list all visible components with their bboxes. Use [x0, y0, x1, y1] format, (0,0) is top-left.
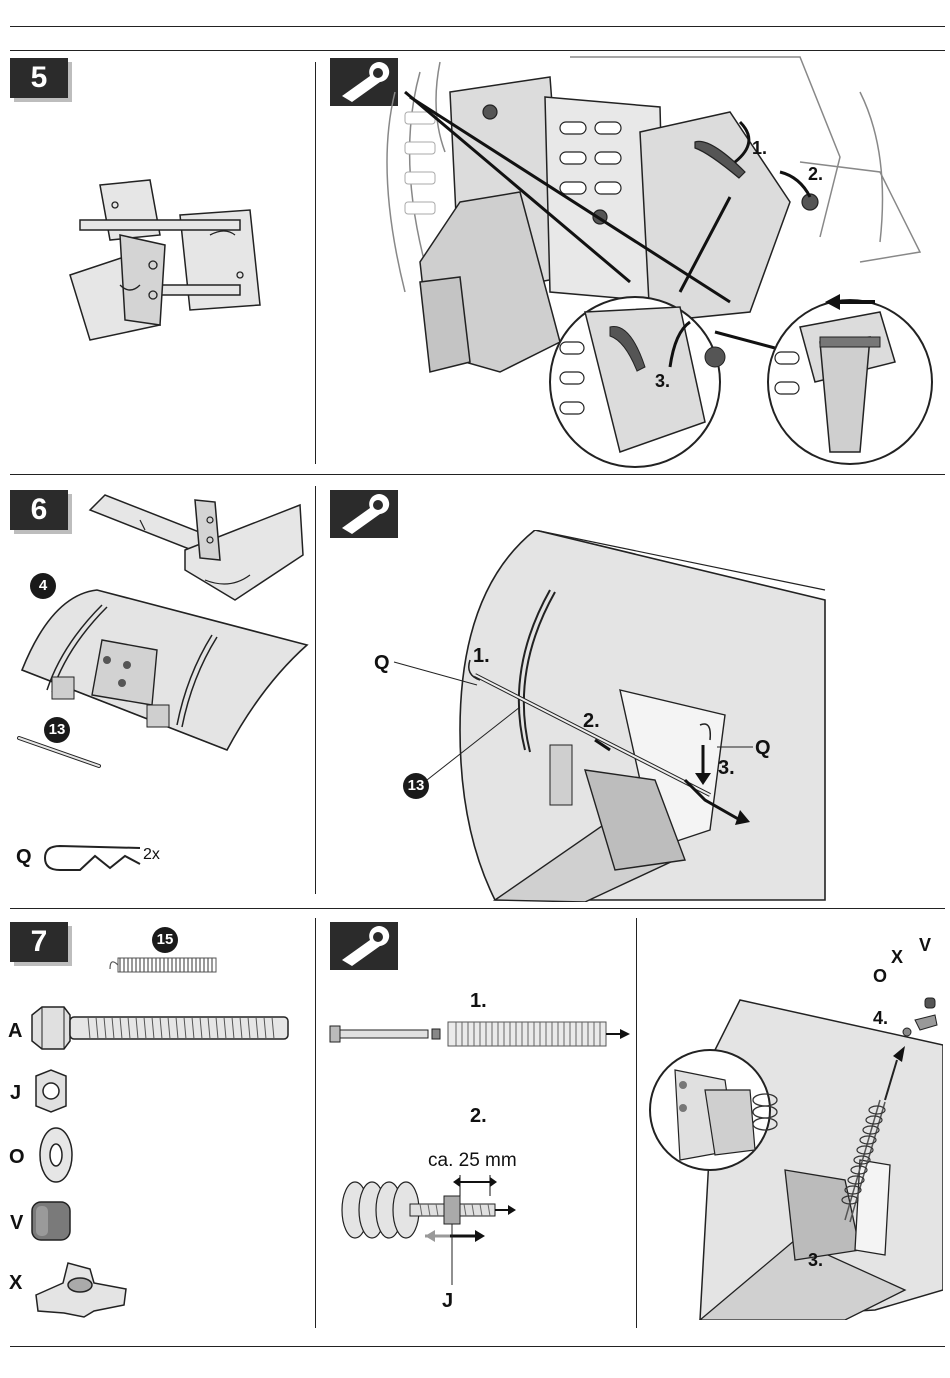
- callout-2: 2.: [808, 164, 823, 184]
- top-rule: [10, 26, 945, 27]
- col-divider-7a: [315, 918, 316, 1328]
- part-label-j: J: [10, 1082, 21, 1105]
- col-divider-6: [315, 486, 316, 894]
- callout-1: 1.: [752, 138, 767, 158]
- bolt-spring-assembly-illustration: [328, 1018, 633, 1050]
- col-divider-5: [315, 62, 316, 464]
- nut-icon: [32, 1068, 70, 1114]
- bottom-rule: [10, 1346, 945, 1347]
- clip-label: Q: [16, 846, 32, 869]
- col-divider-7b: [636, 918, 637, 1328]
- callout-3: 3.: [655, 371, 670, 391]
- part-ref-spring: 15: [152, 927, 178, 953]
- part-label-a: A: [8, 1020, 22, 1043]
- substep-1: 1.: [470, 990, 487, 1013]
- row-divider-1: [10, 474, 945, 475]
- bracket-assembly-illustration: [50, 175, 280, 345]
- dimension-label: ca. 25 mm: [428, 1150, 517, 1172]
- callout-q-left: Q: [374, 652, 390, 675]
- wrench-icon: [330, 922, 398, 970]
- part-label-x: X: [9, 1272, 22, 1295]
- label-v: V: [919, 935, 931, 956]
- star-knob-icon: [28, 1255, 134, 1321]
- step-number-6: 6: [10, 490, 68, 530]
- callout-3: 3.: [808, 1250, 823, 1271]
- step-number-5: 5: [10, 58, 68, 98]
- spring-tension-install-illustration: [645, 990, 943, 1320]
- leader-line: [425, 705, 525, 785]
- label-x: X: [891, 947, 903, 968]
- hair-pin-clip-icon: [40, 838, 145, 878]
- step-number-7: 7: [10, 922, 68, 962]
- callout-4: 4.: [873, 1008, 888, 1029]
- row-divider-2: [10, 908, 945, 909]
- washer-icon: [36, 1125, 76, 1185]
- substep-2: 2.: [470, 1105, 487, 1128]
- callout-q-right: Q: [755, 737, 771, 760]
- part-label-o: O: [9, 1146, 25, 1169]
- part-label-v: V: [10, 1212, 23, 1235]
- cap-icon: [28, 1198, 74, 1244]
- row1-top-rule: [10, 50, 945, 51]
- leader-line: [392, 660, 482, 690]
- bolt-icon: [28, 1005, 293, 1051]
- pivot-rod-illustration: [15, 732, 105, 772]
- callout-2: 2.: [583, 710, 600, 733]
- clip-quantity: 2x: [143, 846, 160, 864]
- callout-3: 3.: [718, 757, 735, 780]
- nut-label: J: [442, 1290, 453, 1313]
- bracket-install-illustration: 1. 2. 3.: [320, 52, 945, 470]
- leader-line: [715, 742, 755, 752]
- spring-icon: [108, 955, 223, 975]
- label-o: O: [873, 966, 887, 987]
- callout-1: 1.: [473, 645, 490, 668]
- wrench-icon: [330, 490, 398, 538]
- nut-adjust-illustration: [340, 1170, 520, 1290]
